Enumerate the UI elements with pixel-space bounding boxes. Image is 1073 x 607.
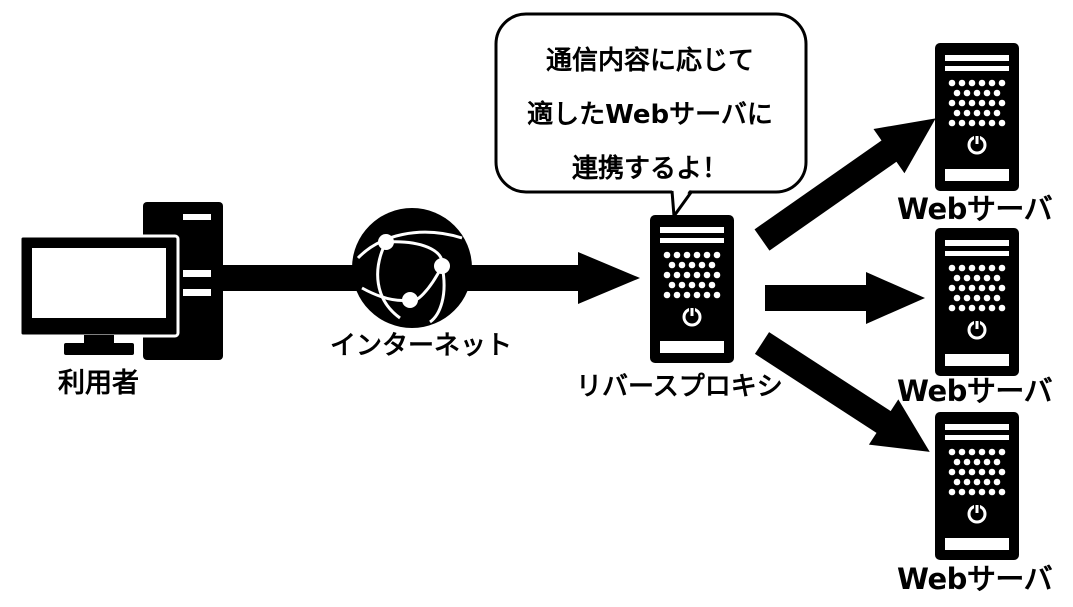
user-label: 利用者	[58, 368, 139, 399]
arrow-proxy-to-web-3	[754, 332, 930, 452]
reverse-proxy-label: リバースプロキシ	[576, 372, 783, 402]
internet-label: インターネット	[330, 331, 513, 361]
speech-line-1: 通信内容に応じて	[545, 46, 754, 76]
user-computer-icon	[18, 202, 223, 360]
web-server-label-2: Webサーバ	[897, 374, 1053, 408]
reverse-proxy-server-icon	[650, 215, 734, 363]
web-server-icon-3	[935, 412, 1019, 560]
speech-line-2: 適したWebサーバに	[527, 100, 773, 130]
web-server-label-1: Webサーバ	[897, 192, 1053, 226]
speech-line-3: 連携するよ！	[571, 154, 728, 184]
arrow-proxy-to-web-2	[765, 272, 925, 324]
speech-bubble	[494, 12, 808, 221]
web-server-label-3: Webサーバ	[897, 562, 1053, 596]
web-server-icon-2	[935, 228, 1019, 376]
speech-bubble-text: 通信内容に応じて 適したWebサーバに 連携するよ！	[500, 34, 800, 196]
arrow-proxy-to-web-1	[754, 118, 936, 251]
internet-globe-icon	[352, 208, 472, 328]
web-server-icon-1	[935, 43, 1019, 191]
